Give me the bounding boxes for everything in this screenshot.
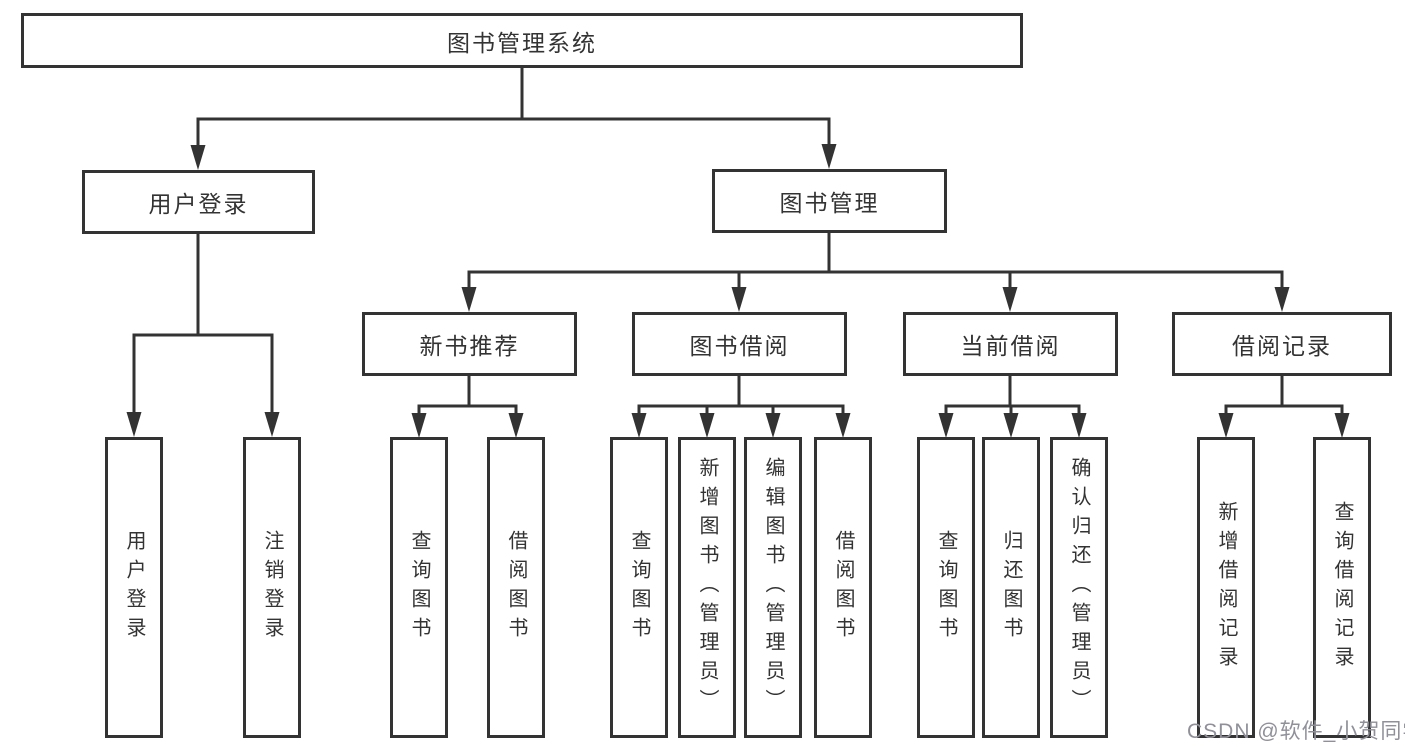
leaf-borrow-borrow-books: 借阅图书 <box>814 437 872 738</box>
node-book-borrowing-label: 图书借阅 <box>689 333 790 359</box>
node-book-management: 图书管理 <box>712 169 947 233</box>
node-new-book-recommendation: 新书推荐 <box>362 312 577 376</box>
node-user-login: 用户登录 <box>82 170 315 234</box>
leaf-borrow-add-books-admin-label: 新增图书（管理员） <box>696 457 718 718</box>
leaf-records-query-record: 查询借阅记录 <box>1313 437 1371 738</box>
leaf-records-query-record-label: 查询借阅记录 <box>1331 500 1353 675</box>
leaf-recommend-borrow-books: 借阅图书 <box>487 437 545 738</box>
connector-borrowing-to-leaves <box>631 376 851 438</box>
connector-recommendation-to-leaves <box>411 376 524 438</box>
leaf-recommend-borrow-books-label: 借阅图书 <box>505 529 527 646</box>
leaf-current-return-books-label: 归还图书 <box>1000 529 1022 646</box>
leaf-borrow-query-books: 查询图书 <box>610 437 668 738</box>
leaf-borrow-borrow-books-label: 借阅图书 <box>832 529 854 646</box>
leaf-borrow-query-books-label: 查询图书 <box>628 529 650 646</box>
node-borrowing-records-label: 借阅记录 <box>1232 333 1332 359</box>
leaf-borrow-edit-books-admin-label: 编辑图书（管理员） <box>762 457 784 718</box>
connector-root-to-level2 <box>190 68 837 170</box>
leaf-current-confirm-return-admin: 确认归还（管理员） <box>1050 437 1108 738</box>
node-book-borrowing: 图书借阅 <box>632 312 847 376</box>
leaf-current-confirm-return-admin-label: 确认归还（管理员） <box>1068 457 1090 718</box>
node-borrowing-records: 借阅记录 <box>1172 312 1392 376</box>
connector-records-to-leaves <box>1218 375 1350 438</box>
node-user-login-label: 用户登录 <box>148 191 249 217</box>
leaf-logout: 注销登录 <box>243 437 301 738</box>
node-new-book-recommendation-label: 新书推荐 <box>419 333 520 359</box>
leaf-current-query-books-label: 查询图书 <box>935 529 957 646</box>
connector-user-login-to-leaves <box>126 234 280 437</box>
connector-book-management-to-level3 <box>461 233 1290 312</box>
node-root-label: 图书管理系统 <box>447 29 597 56</box>
leaf-recommend-query-books-label: 查询图书 <box>408 529 430 646</box>
leaf-current-query-books: 查询图书 <box>917 437 975 738</box>
leaf-logout-label: 注销登录 <box>261 529 283 646</box>
node-current-borrowing-label: 当前借阅 <box>960 333 1061 359</box>
leaf-recommend-query-books: 查询图书 <box>390 437 448 738</box>
leaf-borrow-edit-books-admin: 编辑图书（管理员） <box>744 437 802 738</box>
watermark: CSDN @软件_小贺同学 <box>1187 720 1405 743</box>
connector-current-to-leaves <box>938 376 1087 438</box>
leaf-user-login: 用户登录 <box>105 437 163 738</box>
node-root: 图书管理系统 <box>21 13 1023 68</box>
node-book-management-label: 图书管理 <box>779 190 880 216</box>
leaf-current-return-books: 归还图书 <box>982 437 1040 738</box>
leaf-borrow-add-books-admin: 新增图书（管理员） <box>678 437 736 738</box>
node-current-borrowing: 当前借阅 <box>903 312 1118 376</box>
leaf-records-add-record-label: 新增借阅记录 <box>1215 500 1237 675</box>
leaf-user-login-label: 用户登录 <box>123 529 145 646</box>
leaf-records-add-record: 新增借阅记录 <box>1197 437 1255 738</box>
